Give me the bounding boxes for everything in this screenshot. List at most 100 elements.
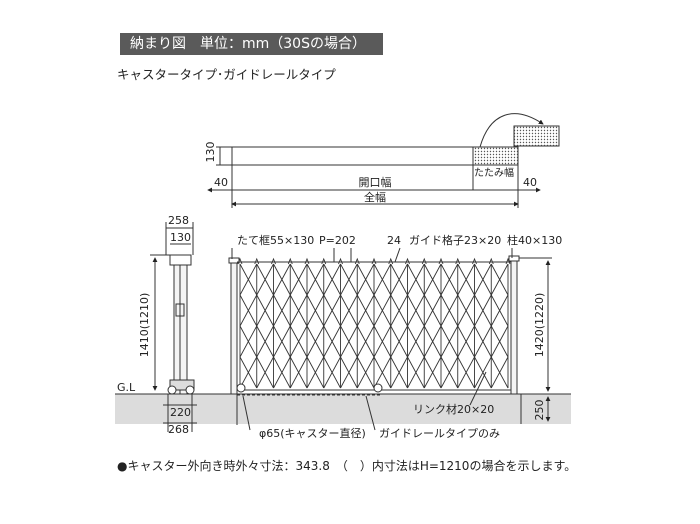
frame-label: たて框55×130 (237, 234, 314, 247)
lattice-bar (239, 263, 258, 296)
lattice-tip (421, 257, 427, 265)
lattice-tip (405, 257, 410, 265)
side-width-post: 130 (170, 231, 191, 244)
lattice-bar (340, 294, 358, 327)
lattice-bar (457, 263, 475, 296)
side-view (150, 222, 197, 432)
lattice-bar (474, 263, 492, 296)
lattice-tip (371, 257, 377, 265)
lattice-bar (423, 294, 442, 327)
lattice-bar (289, 325, 308, 358)
side-overall-base: 268 (168, 423, 189, 436)
lattice-bar (373, 325, 392, 358)
lattice-tip (505, 257, 511, 265)
plan-height-label: 130 (204, 142, 217, 163)
lattice-bar (474, 325, 492, 358)
side-width-top: 258 (168, 214, 189, 227)
lattice-bar (490, 294, 509, 327)
lattice-bar (289, 263, 308, 296)
lattice-bar (273, 325, 291, 358)
lattice-bar (256, 294, 274, 327)
overall-width-label: 全幅 (364, 190, 386, 204)
lattice-bar (323, 325, 341, 358)
lattice-bar (407, 325, 425, 358)
lattice-tip (237, 257, 243, 265)
lattice-bar (306, 294, 325, 327)
lattice-tip (438, 257, 444, 265)
lattice-bar (440, 325, 459, 358)
lattice-bar (239, 294, 258, 327)
side-base-width: 220 (170, 406, 191, 419)
lattice-tip (254, 257, 260, 265)
lattice-bar (356, 356, 375, 389)
ground-label: G.L (117, 381, 136, 394)
lattice-bar (340, 325, 358, 358)
plan-view (207, 113, 560, 208)
front-depth-label: 250 (533, 400, 546, 421)
lattice-tip (271, 257, 276, 265)
folded-width-label: たたみ幅 (474, 166, 514, 179)
lattice-bar (239, 325, 258, 358)
lattice-bar (440, 294, 459, 327)
lattice-bar (306, 325, 325, 358)
lattice-tip (388, 257, 394, 265)
lattice-tip (472, 257, 477, 265)
caster-label: φ65(キャスター直径) (259, 426, 366, 440)
lattice-bar (457, 294, 475, 327)
lattice-bar (490, 325, 509, 358)
lattice-bar (239, 356, 258, 389)
lattice-bar (390, 356, 408, 389)
lattice-bar (373, 356, 392, 389)
lattice-bar (340, 356, 358, 389)
gate-lattice (237, 257, 511, 389)
lattice-tip (304, 257, 310, 265)
lattice-bar (273, 294, 291, 327)
plan-left-margin: 40 (214, 176, 228, 189)
lattice-bar (256, 325, 274, 358)
lattice-tip (338, 257, 343, 265)
lattice-bar (474, 356, 492, 389)
pitch-label: P=202 (319, 234, 356, 247)
lattice-bar (323, 263, 341, 296)
post-label: 柱40×130 (507, 233, 562, 247)
lattice-bar (457, 325, 475, 358)
page-subtitle: キャスタータイプ･ガイドレールタイプ (117, 67, 336, 82)
lattice-bar (457, 356, 475, 389)
lattice-bar (373, 263, 392, 296)
plan-right-margin: 40 (523, 176, 537, 189)
lattice-bar (306, 263, 325, 296)
lattice-bar (407, 356, 425, 389)
lattice-bar (289, 356, 308, 389)
side-height-label: 1410(1210) (138, 293, 151, 358)
guide-rail-label: ガイドレールタイプのみ (379, 427, 500, 440)
guide-label: ガイド格子23×20 (409, 233, 501, 247)
lattice-bar (273, 356, 291, 389)
footnote: ●キャスター外向き時外々寸法：343.8 （ ）内寸法はH=1210の場合を示し… (117, 459, 577, 473)
lattice-bar (306, 356, 325, 389)
lattice-bar (256, 263, 274, 296)
page-title: 納まり図 単位：mm（30Sの場合） (120, 33, 383, 55)
front-dims (231, 247, 552, 431)
lattice-bar (440, 263, 459, 296)
lattice-tip (321, 257, 327, 265)
ground-band (115, 394, 571, 424)
lattice-bar (390, 325, 408, 358)
lattice-bar (356, 294, 375, 327)
opening-width-label: 開口幅 (359, 176, 392, 189)
lattice-bar (340, 263, 358, 296)
lattice-bar (490, 356, 509, 389)
lattice-bar (407, 263, 425, 296)
lattice-bar (323, 356, 341, 389)
lattice-bar (440, 356, 459, 389)
lattice-bar (373, 294, 392, 327)
lattice-bar (407, 294, 425, 327)
lattice-tip (287, 257, 293, 265)
lattice-bar (323, 294, 341, 327)
link-label: リンク材20×20 (413, 402, 494, 416)
lattice-bar (356, 325, 375, 358)
lattice-bar (390, 294, 408, 327)
lattice-bar (356, 263, 375, 296)
lattice-bar (289, 294, 308, 327)
lattice-bar (423, 356, 442, 389)
